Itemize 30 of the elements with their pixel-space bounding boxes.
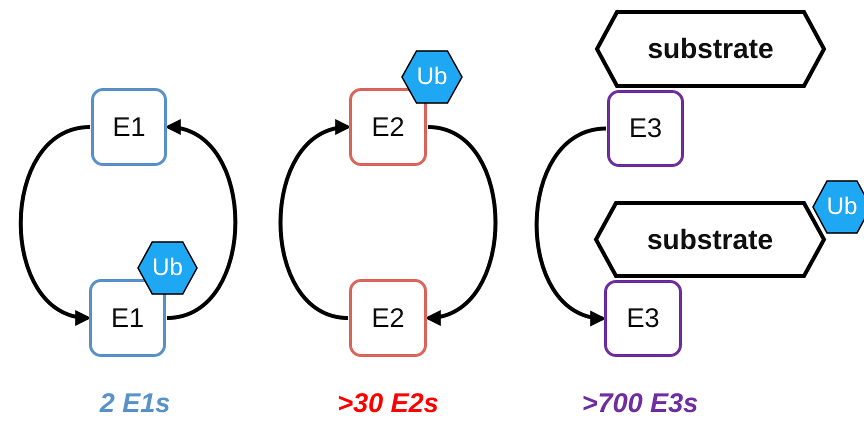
- ubiquitin-hexagon: [137, 241, 198, 295]
- ubiquitin-hexagon: [401, 50, 463, 104]
- curved-arrow: [534, 126, 606, 324]
- enzyme-count-label: 2 E1s: [100, 388, 170, 419]
- ubiquitin-hexagon: [812, 180, 864, 234]
- enzyme-box: [91, 88, 167, 166]
- enzyme-label: E1: [110, 302, 144, 334]
- enzyme-label: E3: [628, 113, 662, 144]
- substrate-label: substrate: [647, 33, 774, 65]
- curved-arrow: [18, 125, 92, 324]
- substrate-hexagon: [595, 10, 826, 88]
- enzyme-label: E2: [371, 302, 405, 334]
- enzyme-count-label: >30 E2s: [337, 388, 439, 419]
- curved-arrow: [278, 121, 352, 320]
- ubiquitin-label: Ub: [826, 193, 858, 221]
- enzyme-box: [607, 90, 684, 167]
- substrate-label: substrate: [646, 224, 774, 256]
- curved-arrow: [164, 121, 238, 320]
- ubiquitin-label: Ub: [416, 63, 448, 91]
- enzyme-label: E1: [112, 112, 146, 142]
- substrate-hexagon: [594, 201, 826, 278]
- ubiquitin-label: Ub: [152, 254, 183, 282]
- enzyme-box: [349, 279, 427, 357]
- curved-arrow: [424, 125, 498, 324]
- enzyme-box: [604, 280, 682, 357]
- enzyme-label: E2: [371, 112, 405, 142]
- enzyme-label: E3: [626, 303, 660, 334]
- enzyme-box: [89, 279, 166, 357]
- enzyme-box: [349, 88, 427, 166]
- enzyme-count-label: >700 E3s: [582, 388, 698, 419]
